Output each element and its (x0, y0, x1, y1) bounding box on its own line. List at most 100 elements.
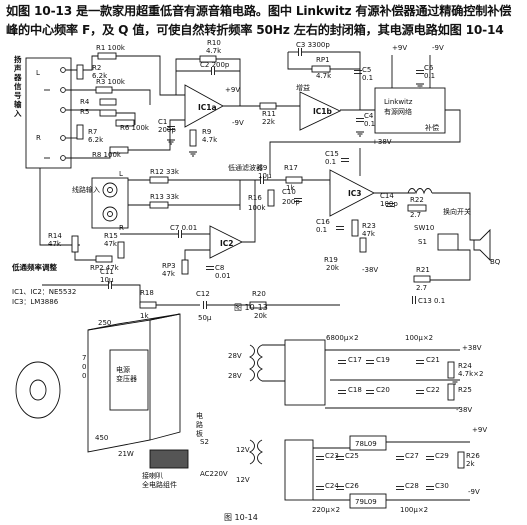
label: RP1 (316, 56, 330, 64)
linkwitz-label: Linkwitz (384, 98, 413, 106)
ic3-label: IC3 (348, 189, 362, 198)
terminal (60, 67, 66, 73)
label: 6.2k (92, 72, 108, 80)
pcb-label: 电路板 (196, 411, 203, 438)
label: C29 (435, 452, 449, 460)
label: -9V (432, 44, 444, 52)
line: 变压器 (116, 374, 137, 383)
r6 (115, 119, 135, 127)
line: 电源 (116, 365, 130, 374)
r9 (189, 129, 197, 147)
label: R16 (248, 194, 262, 202)
label: +9V (225, 86, 240, 94)
r8 (109, 146, 129, 154)
label: 4.7k×2 (458, 370, 484, 378)
rp3 (181, 259, 189, 275)
wire (116, 112, 136, 125)
label: 200p (158, 126, 176, 134)
label: C4 (364, 112, 374, 120)
r3 (95, 86, 113, 94)
label: C7 0.01 (170, 224, 197, 232)
label: R19 (324, 256, 338, 264)
ic2 (209, 225, 244, 259)
glyph: 7 (82, 354, 86, 362)
label: R15 (104, 232, 118, 240)
label: R23 (362, 222, 376, 230)
label: R1 100k (96, 44, 126, 52)
label: 2.7 (410, 211, 421, 219)
label: R3 100k (96, 78, 126, 86)
label: 2.7 (416, 284, 427, 292)
wire (432, 192, 474, 241)
ic2-label: IC2 (220, 239, 234, 248)
rp2 (95, 255, 113, 263)
label: R4 (80, 98, 90, 106)
terminal (60, 107, 66, 113)
label: 1k (286, 184, 295, 192)
label: R10 (207, 39, 221, 47)
label: 79L09 (355, 498, 377, 506)
transformer-secondary-2 (257, 439, 264, 465)
label: 0.1 (316, 226, 327, 234)
ic1a-label: IC1a (198, 103, 217, 112)
label: -38V (456, 406, 472, 414)
label: 10μ (258, 172, 272, 180)
line: 接喇叭 (142, 471, 163, 480)
label: C16 (316, 218, 330, 226)
input-r: R (36, 134, 41, 142)
label: -9V (468, 488, 480, 496)
fig13-caption: 图 10-13 (234, 303, 268, 312)
label: C10 (282, 188, 296, 196)
label: R25 (458, 386, 472, 394)
label: RP3 (162, 262, 176, 270)
label: R2 (92, 64, 101, 72)
label: 1k (140, 312, 149, 320)
reg-78l09 (349, 435, 387, 451)
label: C12 (196, 290, 210, 298)
label: R5 (80, 108, 89, 116)
wire (415, 249, 471, 281)
label: 220μ×2 (312, 506, 340, 514)
label: 50μ (198, 314, 212, 322)
label: 47k (104, 240, 118, 248)
intro-paragraph: 如图 10-13 是一款家用超重低音有源音箱电路。图中 Linkwitz 有源补… (6, 4, 512, 37)
dim-height: 700 (82, 354, 86, 380)
transformer-primary-2 (248, 439, 255, 465)
r7 (76, 124, 84, 140)
label: 0.1 (325, 158, 336, 166)
ic-note-2: IC3：LM3886 (12, 298, 59, 306)
r16 (267, 189, 275, 207)
terminal (60, 87, 66, 93)
ic-note-1: IC1、IC2：NE5532 (12, 288, 76, 296)
r14 (71, 235, 79, 253)
r2 (76, 64, 84, 80)
label: 47k (362, 230, 376, 238)
label: 22k (262, 118, 276, 126)
gain-label: 增益 (296, 83, 310, 92)
transformer-primary-1 (248, 344, 255, 382)
glyph: 入 (13, 109, 22, 118)
ic1b (299, 91, 342, 131)
label: C20 (376, 386, 390, 394)
r5 (99, 109, 117, 117)
label: R17 (284, 164, 298, 172)
label: RP2 47k (90, 264, 120, 272)
label: 28V (228, 372, 242, 380)
label: 78L09 (355, 440, 377, 448)
wire (112, 89, 151, 105)
label: C9 (258, 164, 267, 172)
label: 100p (380, 200, 398, 208)
rp1 (311, 65, 331, 73)
label: 200p (282, 198, 300, 206)
r15 (117, 241, 125, 259)
label: 20k (254, 312, 268, 320)
glyph: 板 (196, 429, 203, 438)
label: 0.1 (424, 72, 435, 80)
speaker-bq (473, 228, 491, 262)
label: R13 33k (150, 193, 180, 201)
label: 12V (236, 446, 250, 454)
glyph: 扬 (14, 54, 22, 64)
label: 20k (326, 264, 340, 272)
label: C2 200p (200, 61, 230, 69)
r1 (97, 52, 117, 60)
